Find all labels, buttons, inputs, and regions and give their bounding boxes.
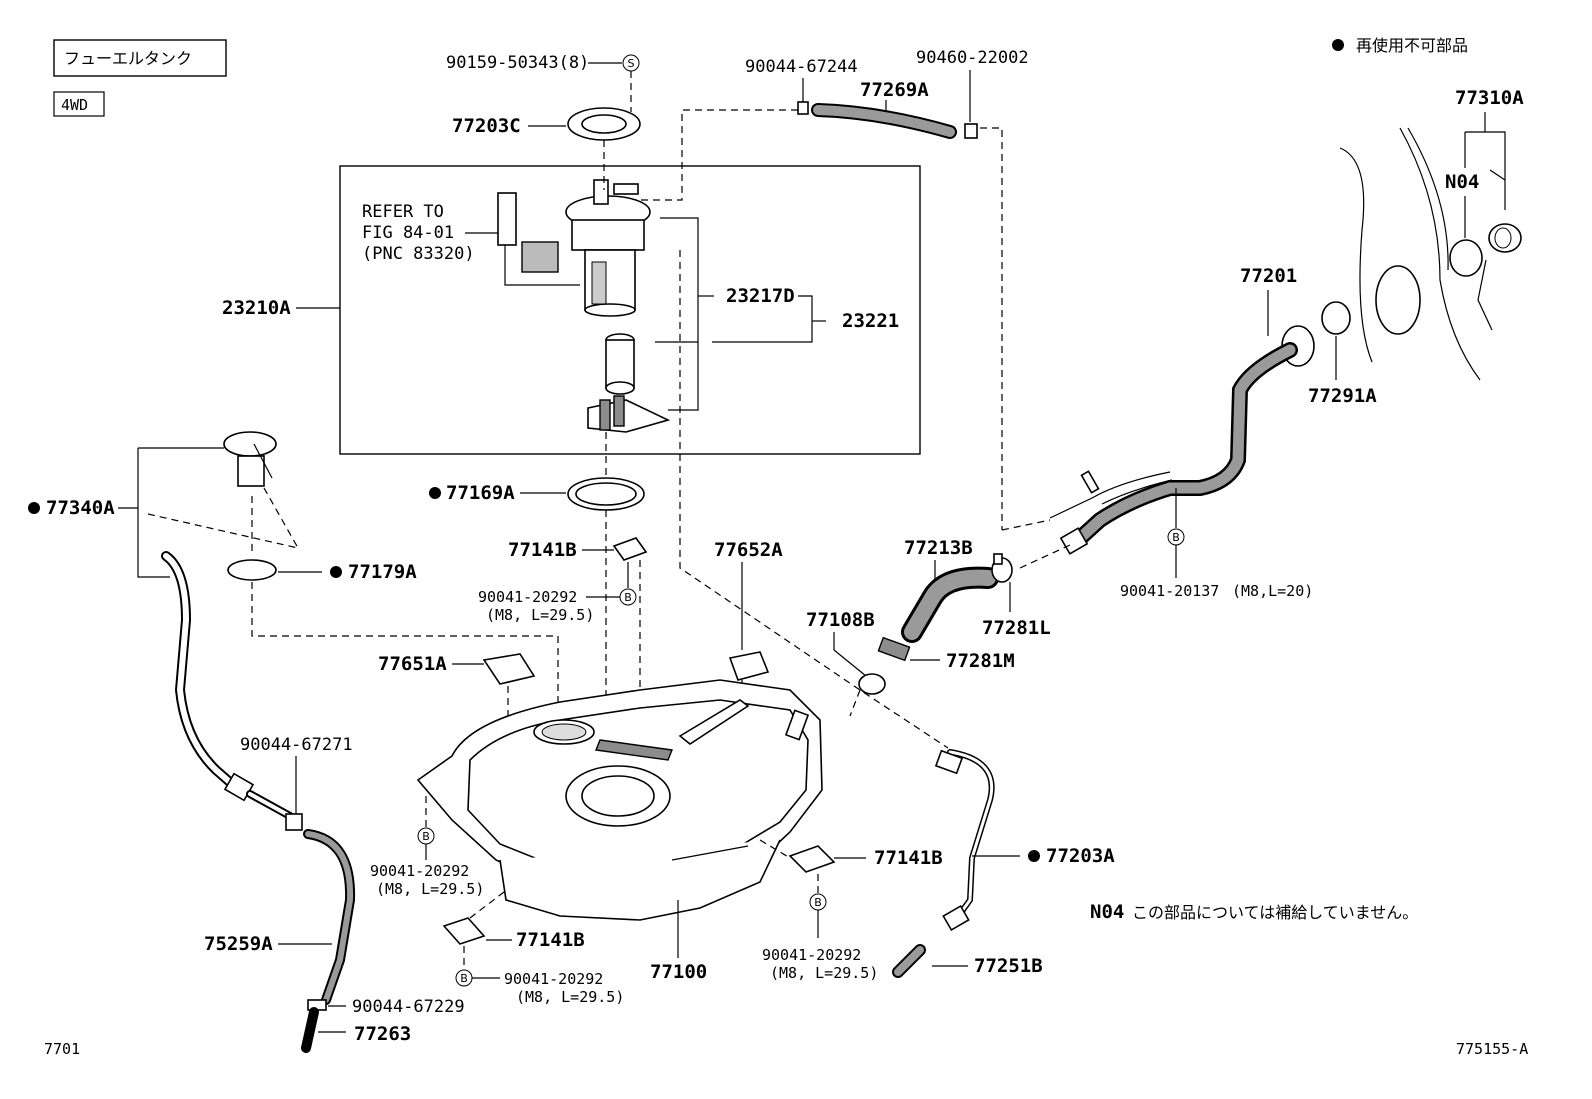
fuel-tank-77100-icon xyxy=(416,679,823,921)
footer-left-code: 7701 xyxy=(44,1040,80,1058)
breather-tube-icon xyxy=(161,551,294,820)
clamp-90460-icon xyxy=(964,123,978,139)
svg-text:B: B xyxy=(814,896,822,909)
clip-90044-67271-icon xyxy=(285,813,303,831)
part-77108B-label: 77108B xyxy=(806,609,875,631)
part-90041-20292-left-label: 90041-20292 xyxy=(370,862,469,880)
part-77201-label: 77201 xyxy=(1240,265,1297,287)
part-90041-20292-top-label: 90041-20292 xyxy=(478,588,577,606)
part-77281L-label: 77281L xyxy=(982,617,1051,639)
title-box xyxy=(53,39,227,77)
bolt-spec-right-label: (M8, L=29.5) xyxy=(770,964,878,982)
part-77269A-label: 77269A xyxy=(860,79,929,101)
part-77169A-label: 77169A xyxy=(446,482,515,504)
part-90044-67271-label: 90044-67271 xyxy=(240,735,353,755)
bolt-spec-bottom-label: (M8, L=29.5) xyxy=(516,988,624,1006)
filler-neck-77340A-icon xyxy=(223,431,277,487)
part-77141B-right-label: 77141B xyxy=(874,847,943,869)
non-reusable-marker-icon xyxy=(1332,39,1344,51)
protector-77141B-right-icon xyxy=(788,845,836,873)
non-reusable-77203A-icon xyxy=(1028,850,1040,862)
part-77203A-label: 77203A xyxy=(1046,845,1115,867)
non-reusable-77169A-icon xyxy=(429,487,441,499)
refer-line-3: (PNC 83320) xyxy=(362,244,475,264)
filler-seal-77291A-icon xyxy=(1321,301,1351,335)
clamp-77281L-icon xyxy=(991,553,1013,583)
svg-text:B: B xyxy=(624,591,632,604)
part-23217D-label: 23217D xyxy=(726,285,795,307)
part-77203C-label: 77203C xyxy=(452,115,521,137)
gasket-77179A-icon xyxy=(227,559,277,581)
part-90159-label: 90159-50343(8) xyxy=(446,53,589,73)
fuel-sender-gauge-icon xyxy=(497,192,580,286)
svg-text:B: B xyxy=(1172,531,1180,544)
refer-line-1: REFER TO xyxy=(362,202,444,222)
clamp-77281M-icon xyxy=(877,636,911,662)
part-77179A-label: 77179A xyxy=(348,561,417,583)
retainer-ring-77203C-icon xyxy=(567,107,641,141)
body-panel-icon xyxy=(1339,127,1506,381)
cap-gasket-N04-icon xyxy=(1449,239,1483,277)
part-77263-label: 77263 xyxy=(354,1023,411,1045)
part-77141B-bottom-label: 77141B xyxy=(516,929,585,951)
part-77141B-top-label: 77141B xyxy=(508,539,577,561)
svg-text:B: B xyxy=(460,972,468,985)
pad-77651A-icon xyxy=(482,653,536,685)
part-77340A-label: 77340A xyxy=(46,497,115,519)
part-90044-67229-label: 90044-67229 xyxy=(352,997,465,1017)
part-77251B-label: 77251B xyxy=(974,955,1043,977)
bolt-spec-20-label: (M8,L=20) xyxy=(1232,582,1313,600)
svg-text:B: B xyxy=(422,830,430,843)
part-77100-label: 77100 xyxy=(650,961,707,983)
refer-line-2: FIG 84-01 xyxy=(362,223,454,243)
part-90041-20292-right-label: 90041-20292 xyxy=(762,946,861,964)
protector-77141B-top-icon xyxy=(612,537,648,561)
part-77310A-label: 77310A xyxy=(1455,87,1524,109)
legend-label: 再使用不可部品 xyxy=(1356,36,1468,55)
fuel-filter-icon xyxy=(605,333,635,395)
part-77651A-label: 77651A xyxy=(378,653,447,675)
part-N04-label: N04 xyxy=(1445,171,1479,193)
title-label: フューエルタンク xyxy=(64,49,192,68)
part-23210A-label: 23210A xyxy=(222,297,291,319)
part-90041-20292-bottom-label: 90041-20292 xyxy=(504,970,603,988)
grommet-77108B-icon xyxy=(858,673,886,695)
non-reusable-77340A-icon xyxy=(28,502,40,514)
part-77281M-label: 77281M xyxy=(946,650,1015,672)
non-reusable-77179A-icon xyxy=(330,566,342,578)
svg-text:S: S xyxy=(628,57,635,70)
protector-77141B-bottom-icon xyxy=(442,917,486,945)
connector-upper-icon xyxy=(934,749,964,775)
part-77213B-label: 77213B xyxy=(904,537,973,559)
part-90044-67244-label: 90044-67244 xyxy=(745,57,858,77)
note-text: この部品については補給していません。 xyxy=(1132,903,1418,922)
bolt-spec-top-label: (M8, L=29.5) xyxy=(486,606,594,624)
variant-label: 4WD xyxy=(61,96,88,114)
clip-90044-67244-icon xyxy=(797,101,809,115)
variant-box xyxy=(53,91,105,117)
pump-assembly-box xyxy=(339,165,921,455)
fuel-cap-77310A-icon xyxy=(1477,223,1522,331)
footer-right-code: 775155-A xyxy=(1456,1040,1528,1058)
connector-lower-icon xyxy=(942,904,970,932)
fuel-pump-module-icon xyxy=(565,179,651,317)
filler-pipe-77201-icon xyxy=(1049,325,1315,555)
part-75259A-label: 75259A xyxy=(204,933,273,955)
note-code-label: N04 xyxy=(1090,901,1124,923)
pad-77652A-icon xyxy=(728,651,770,681)
part-90460-label: 90460-22002 xyxy=(916,48,1029,68)
part-90041-20137-label: 90041-20137 xyxy=(1120,582,1219,600)
part-77291A-label: 77291A xyxy=(1308,385,1377,407)
pump-bracket-icon xyxy=(587,395,671,433)
part-77652A-label: 77652A xyxy=(714,539,783,561)
part-23221-label: 23221 xyxy=(842,310,899,332)
bolt-spec-left-label: (M8, L=29.5) xyxy=(376,880,484,898)
